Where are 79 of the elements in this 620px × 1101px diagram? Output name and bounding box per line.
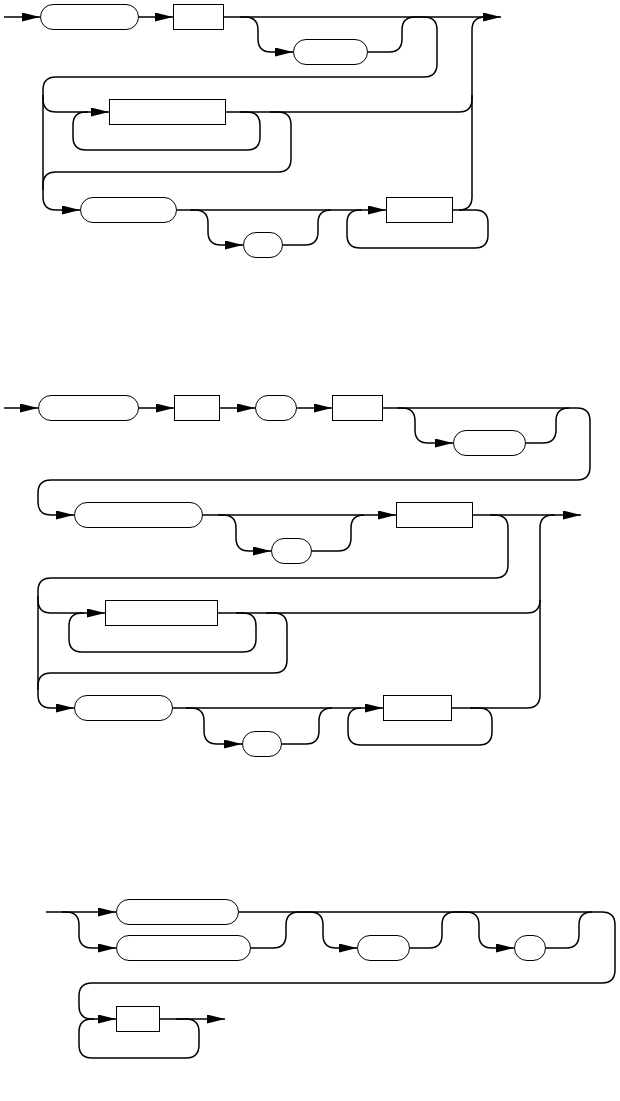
arrow: [87, 107, 110, 117]
nonterminal-box: [109, 99, 226, 125]
terminal-pill: [357, 935, 410, 961]
connector-line: [159, 1018, 177, 1020]
terminal-pill: [293, 39, 368, 65]
terminal-pill: [271, 538, 312, 564]
arrow: [296, 403, 333, 413]
arrow: [360, 703, 384, 713]
connector-line: [282, 209, 332, 246]
terminal-pill: [38, 395, 139, 421]
connector-line: [367, 16, 416, 53]
connector-line: [78, 911, 616, 1020]
connector-line: [452, 209, 460, 211]
arrow: [219, 403, 256, 413]
connector-line: [346, 209, 489, 249]
arrow: [42, 189, 81, 215]
arrow: [554, 510, 582, 520]
terminal-pill: [242, 731, 282, 757]
connector-line: [202, 514, 219, 516]
terminal-pill: [514, 935, 546, 961]
terminal-pill: [453, 430, 526, 456]
nonterminal-box: [173, 4, 224, 30]
connector-line: [451, 707, 471, 709]
connector-line: [472, 514, 491, 516]
connector-line: [37, 612, 288, 691]
terminal-pill: [255, 395, 297, 421]
connector-line: [545, 911, 593, 949]
connector-line: [281, 707, 333, 745]
connector-line: [239, 111, 271, 113]
nonterminal-box: [383, 695, 452, 721]
arrow: [3, 403, 39, 413]
nonterminal-box: [332, 395, 383, 421]
arrow: [361, 205, 387, 215]
arrow: [37, 689, 75, 713]
nonterminal-box: [116, 1006, 160, 1032]
arrow: [83, 608, 106, 618]
connector-line: [311, 514, 365, 552]
arrow: [138, 12, 174, 22]
connector-line: [45, 911, 63, 913]
connector-line: [225, 111, 241, 113]
connector-line: [382, 407, 398, 409]
terminal-pill: [116, 935, 251, 961]
connector-line: [37, 514, 509, 597]
connector-line: [68, 612, 257, 653]
connector-line: [539, 514, 556, 601]
arrow: [93, 1014, 117, 1024]
terminal-pill: [243, 232, 283, 258]
connector-line: [469, 599, 541, 709]
connector-line: [525, 407, 570, 444]
arrow: [138, 403, 175, 413]
arrow: [3, 12, 41, 22]
connector-line: [235, 612, 267, 614]
connector-line: [471, 16, 486, 96]
connector-line: [78, 1018, 200, 1059]
connector-line: [42, 111, 292, 191]
arrow: [175, 1014, 226, 1024]
arrow: [61, 911, 117, 953]
arrow: [363, 510, 397, 520]
connector-line: [72, 111, 261, 151]
connector-line: [223, 16, 241, 18]
terminal-pill: [116, 899, 239, 925]
nonterminal-box: [386, 197, 453, 223]
arrow: [37, 407, 591, 520]
connector-line: [250, 911, 300, 949]
nonterminal-box: [105, 600, 218, 626]
terminal-pill: [40, 4, 139, 30]
arrow: [483, 12, 502, 22]
connector-line: [176, 209, 191, 211]
connector-line: [409, 911, 456, 949]
connector-line: [458, 94, 473, 211]
nonterminal-box: [396, 502, 473, 528]
terminal-pill: [74, 502, 203, 528]
connector-line: [217, 612, 237, 614]
connector-line: [172, 707, 187, 709]
terminal-pill: [74, 695, 173, 721]
nonterminal-box: [174, 395, 220, 421]
connector-line: [347, 707, 493, 746]
connector-line: [42, 16, 438, 96]
terminal-pill: [80, 197, 177, 223]
